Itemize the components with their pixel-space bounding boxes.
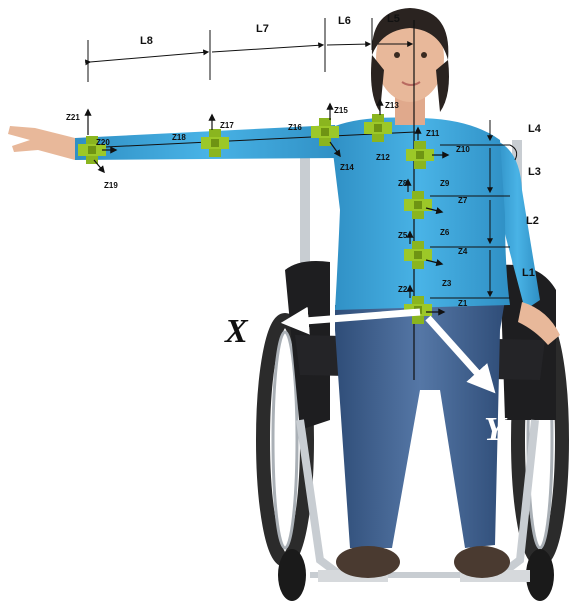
segment-label-l7: L7 bbox=[256, 23, 269, 35]
caster-right bbox=[526, 549, 554, 601]
joint-label-z13: Z13 bbox=[385, 101, 399, 110]
joint-label-z21: Z21 bbox=[66, 113, 80, 122]
joint-label-z1: Z1 bbox=[458, 299, 468, 308]
person-model bbox=[8, 8, 560, 578]
segment-label-l6: L6 bbox=[338, 15, 351, 27]
joint-label-z16: Z16 bbox=[288, 123, 302, 132]
shoe-right bbox=[454, 546, 510, 578]
joint-label-z8: Z8 bbox=[398, 179, 408, 188]
joint-label-z6: Z6 bbox=[440, 228, 450, 237]
joint-label-z4: Z4 bbox=[458, 247, 468, 256]
y-axis-label: Y bbox=[484, 411, 508, 448]
segment-label-l4: L4 bbox=[528, 123, 542, 135]
joint-label-z14: Z14 bbox=[340, 163, 354, 172]
segment-label-l5: L5 bbox=[387, 13, 400, 25]
segment-label-l2: L2 bbox=[526, 215, 539, 227]
left-hand bbox=[8, 126, 75, 160]
joint-label-z2: Z2 bbox=[398, 285, 408, 294]
joint-label-z19: Z19 bbox=[104, 181, 118, 190]
jeans bbox=[335, 300, 505, 548]
joint-label-z20: Z20 bbox=[96, 138, 110, 147]
joint-label-z10: Z10 bbox=[456, 145, 470, 154]
joint-label-z18: Z18 bbox=[172, 133, 186, 142]
joint-label-z9: Z9 bbox=[440, 179, 450, 188]
shoe-left bbox=[336, 546, 400, 578]
joint-label-z7: Z7 bbox=[458, 196, 468, 205]
joint-label-z17: Z17 bbox=[220, 121, 234, 130]
joint-label-z15: Z15 bbox=[334, 106, 348, 115]
joint-label-z3: Z3 bbox=[442, 279, 452, 288]
joint-label-z12: Z12 bbox=[376, 153, 390, 162]
segment-label-l8: L8 bbox=[140, 35, 153, 47]
joint-label-z5: Z5 bbox=[398, 231, 408, 240]
segment-label-l1: L1 bbox=[522, 267, 535, 279]
segment-label-l3: L3 bbox=[528, 166, 541, 178]
caster-left bbox=[278, 549, 306, 601]
joint-label-z11: Z11 bbox=[426, 129, 440, 138]
x-axis-label: X bbox=[224, 313, 249, 350]
